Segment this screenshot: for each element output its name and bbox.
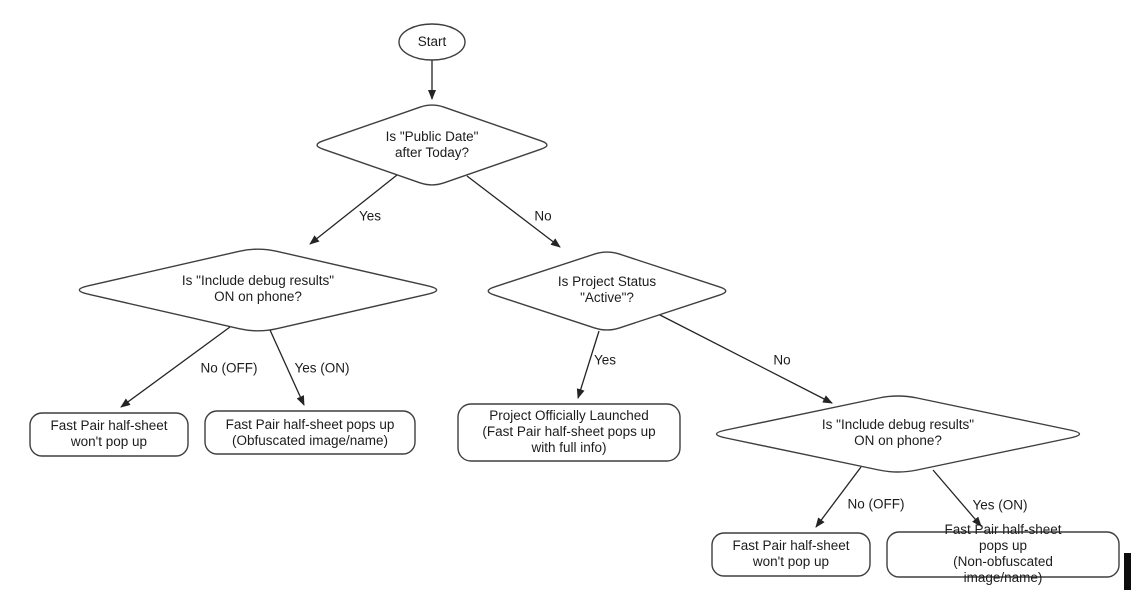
result-obfuscated-shape <box>204 410 416 455</box>
start-node-shape <box>398 23 466 61</box>
arrow-debug-left-no <box>120 326 231 408</box>
arrow-debug-left-yes <box>269 329 305 406</box>
decision-public-date-shape <box>316 104 548 186</box>
arrow-debug-right-yes <box>932 469 982 527</box>
decision-debug-left-shape <box>78 248 438 332</box>
result-wont-pop-up-left-shape <box>29 412 189 457</box>
arrow-project-status-no <box>659 314 833 404</box>
arrow-debug-right-no <box>815 466 862 528</box>
decision-project-status-shape <box>487 251 727 331</box>
arrow-public-date-no <box>466 175 561 248</box>
arrow-project-status-yes <box>576 330 600 399</box>
result-launched-shape <box>457 403 681 462</box>
result-non-obfuscated-shape <box>886 531 1120 578</box>
text-cursor-bar <box>1124 553 1131 590</box>
result-wont-pop-up-right-shape <box>711 532 871 577</box>
decision-debug-right-shape <box>715 395 1081 473</box>
arrow-public-date-yes <box>309 174 398 245</box>
